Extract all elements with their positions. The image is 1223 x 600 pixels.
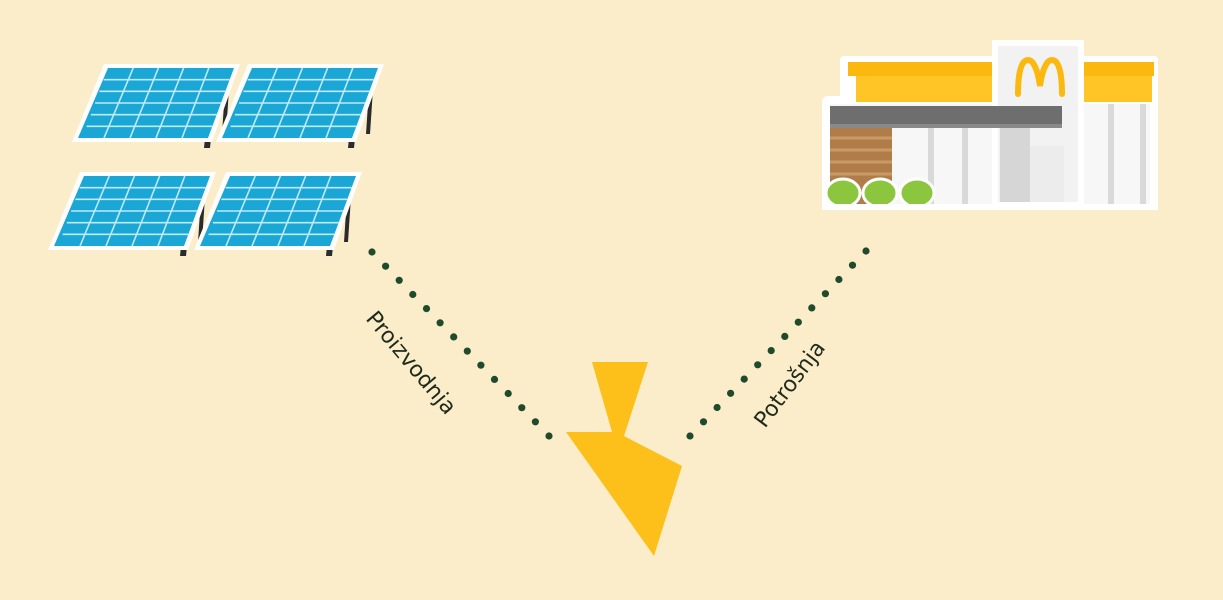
restaurant-building-icon bbox=[822, 40, 1158, 210]
connector-dot bbox=[848, 261, 857, 269]
connector-dot bbox=[727, 389, 735, 397]
connector-dot bbox=[794, 318, 802, 326]
connector-dot bbox=[368, 248, 376, 256]
connector-dot bbox=[740, 375, 748, 383]
production-connector bbox=[368, 248, 553, 440]
connector-dot bbox=[463, 347, 471, 355]
connector-dot bbox=[490, 375, 499, 383]
connector-dot bbox=[699, 418, 708, 426]
connector-dot bbox=[436, 319, 444, 327]
connector-dot bbox=[781, 332, 789, 340]
connector-dot bbox=[395, 276, 403, 284]
connector-dot bbox=[504, 389, 512, 398]
connector-dot bbox=[713, 403, 721, 412]
connector-dot bbox=[422, 305, 431, 313]
connector-dot bbox=[862, 247, 870, 255]
connector-dot bbox=[821, 290, 830, 298]
connector-dot bbox=[531, 418, 540, 426]
solar-panels-icon bbox=[47, 63, 385, 257]
consumption-label: Potrošnja bbox=[750, 336, 831, 432]
connector-dot bbox=[545, 432, 553, 440]
connector-dot bbox=[754, 361, 762, 369]
connector-dot bbox=[835, 275, 843, 284]
connector-dot bbox=[518, 404, 526, 412]
connector-dot bbox=[382, 262, 390, 270]
connector-dot bbox=[767, 347, 775, 355]
production-label: Proizvodnja bbox=[360, 307, 460, 420]
connector-dot bbox=[450, 333, 458, 341]
connector-dot bbox=[686, 432, 694, 440]
connector-dot bbox=[477, 361, 485, 369]
connector-dot bbox=[808, 304, 816, 312]
consumption-connector bbox=[686, 247, 870, 440]
connector-dot bbox=[409, 290, 417, 299]
lightning-bolt-icon bbox=[566, 362, 682, 556]
